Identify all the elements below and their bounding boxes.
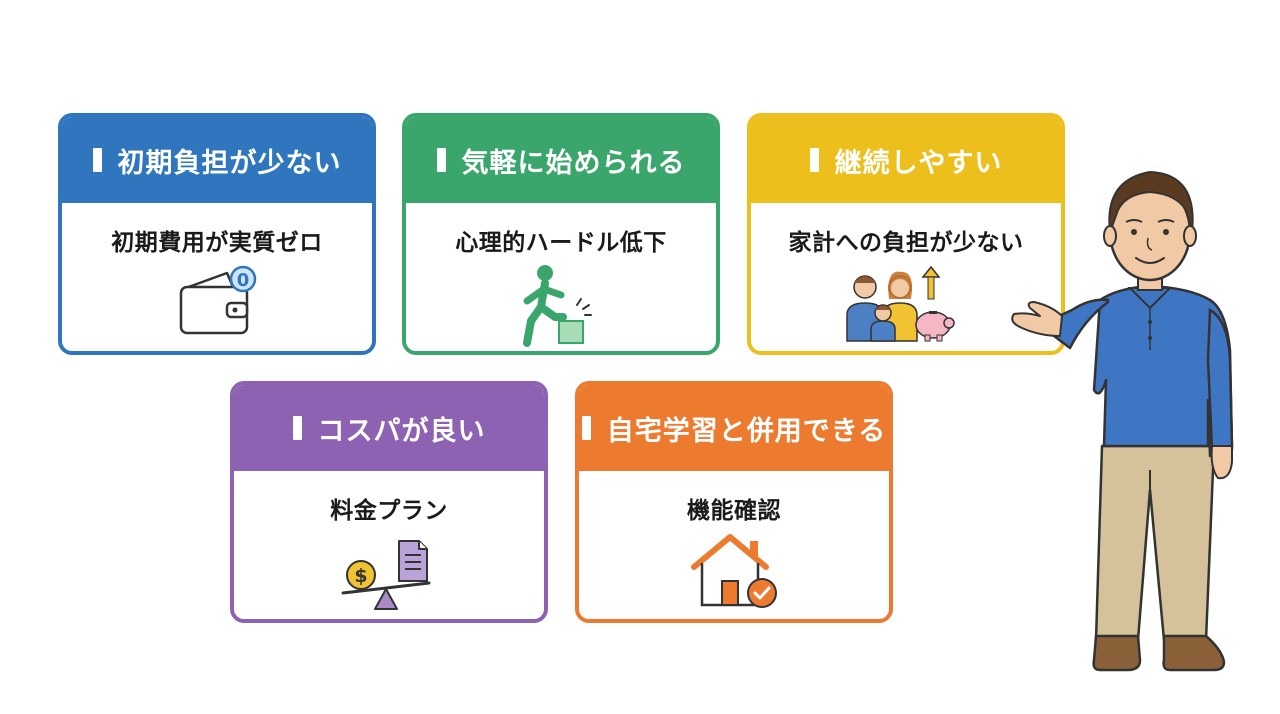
header-bar-icon bbox=[292, 416, 302, 440]
card-title: 初期負担が少ない bbox=[117, 147, 342, 179]
price-balance-icon: $ bbox=[333, 529, 437, 615]
card-cost-performance: コスパが良い 料金プラン $ bbox=[230, 381, 548, 623]
card-header: 継続しやすい bbox=[751, 117, 1061, 203]
card-title: コスパが良い bbox=[317, 415, 486, 447]
card-title: 気軽に始められる bbox=[461, 147, 686, 179]
card-title: 自宅学習と併用できる bbox=[606, 415, 887, 447]
card-subtitle: 機能確認 bbox=[687, 498, 781, 524]
card-home-study: 自宅学習と併用できる 機能確認 bbox=[575, 381, 893, 623]
card-subtitle: 料金プラン bbox=[330, 498, 448, 524]
card-header: 自宅学習と併用できる bbox=[579, 385, 889, 471]
card-subtitle: 初期費用が実質ゼロ bbox=[111, 230, 323, 256]
header-bar-icon bbox=[92, 148, 102, 172]
card-subtitle: 家計への負担が少ない bbox=[788, 230, 1024, 256]
home-check-icon bbox=[688, 531, 784, 615]
family-savings-icon bbox=[845, 263, 955, 347]
wallet-zero-icon: 0 bbox=[177, 265, 261, 345]
card-header: 初期負担が少ない bbox=[62, 117, 372, 203]
card-title: 継続しやすい bbox=[834, 147, 1003, 179]
card-easy-start: 気軽に始められる 心理的ハードル低下 bbox=[402, 113, 720, 355]
svg-text:$: $ bbox=[354, 565, 367, 587]
card-header: コスパが良い bbox=[234, 385, 544, 471]
card-header: 気軽に始められる bbox=[406, 117, 716, 203]
step-up-icon bbox=[519, 261, 603, 351]
header-bar-icon bbox=[809, 148, 819, 172]
card-initial-cost: 初期負担が少ない 初期費用が実質ゼロ 0 bbox=[58, 113, 376, 355]
presenter-man-icon bbox=[1000, 150, 1240, 684]
card-easy-continue: 継続しやすい 家計への負担が少ない bbox=[747, 113, 1065, 355]
card-subtitle: 心理的ハードル低下 bbox=[455, 230, 667, 256]
header-bar-icon bbox=[581, 416, 591, 440]
header-bar-icon bbox=[436, 148, 446, 172]
badge-zero: 0 bbox=[237, 270, 250, 291]
